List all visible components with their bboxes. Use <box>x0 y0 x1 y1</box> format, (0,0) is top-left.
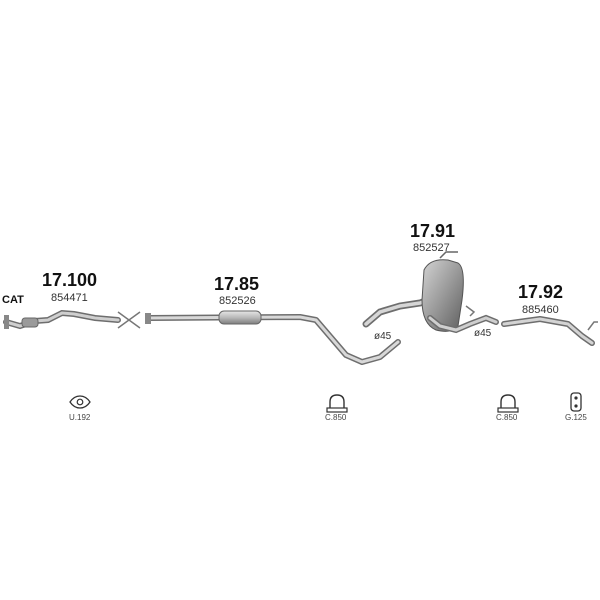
flex-bellows <box>21 317 39 328</box>
part-ref-17-91: 17.91 <box>410 221 456 241</box>
diameter-label: ø45 <box>374 331 392 342</box>
part-ref-17-85: 17.85 <box>214 274 260 294</box>
accessory-code-g125: G.125 <box>565 413 587 422</box>
cat-label: CAT <box>2 294 24 306</box>
clamp-icon <box>497 394 519 413</box>
front-flange <box>4 315 9 329</box>
rear-silencer-17-91 <box>362 251 499 334</box>
tail-pipe-17-92 <box>501 316 598 346</box>
clamp-icon <box>326 394 348 413</box>
diameter-label: ø45 <box>474 328 492 339</box>
accessory-code-c850: C.850 <box>325 413 347 422</box>
rubber-hanger-icon <box>570 392 582 412</box>
gasket-icon <box>69 395 91 409</box>
part-ref-17-92: 17.92 <box>518 282 564 302</box>
accessory-code-u192: U.192 <box>69 413 91 422</box>
part-ref-17-100: 17.100 <box>42 270 98 290</box>
part-code-852527: 852527 <box>413 242 450 254</box>
accessory-code-c850: C.850 <box>496 413 518 422</box>
part-code-885460: 885460 <box>522 304 559 316</box>
front-pipe-17-100 <box>3 309 141 330</box>
part-code-854471: 854471 <box>51 292 88 304</box>
part-code-852526: 852526 <box>219 295 256 307</box>
middle-pipe-17-85 <box>145 310 401 365</box>
silencer-box <box>421 259 464 332</box>
resonator <box>218 310 262 325</box>
